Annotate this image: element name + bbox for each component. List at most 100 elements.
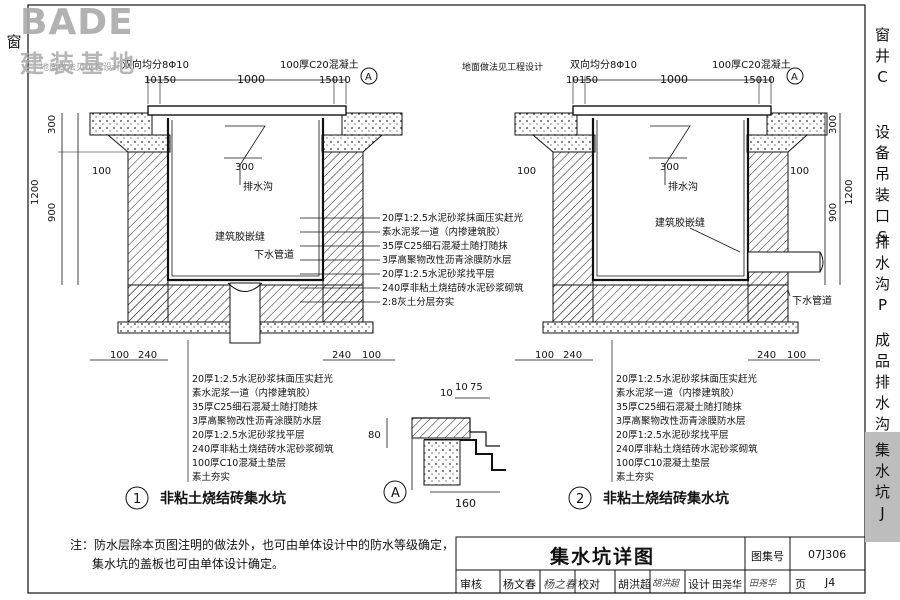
layer-4: 3厚高聚物改性沥青涂膜防水层 <box>382 254 512 266</box>
drain-pipe <box>747 251 821 273</box>
layer-b2: 素水泥浆一道（内掺建筑胶） <box>192 387 316 399</box>
drain-funnel <box>227 282 263 292</box>
review-label: 审核 <box>460 578 482 591</box>
detail-a <box>383 397 506 504</box>
rebar-note: 双向均分8Φ10 <box>122 58 189 71</box>
layer-b8: 素土夯实 <box>192 471 230 483</box>
dim-bottom-right-0: 240 <box>332 350 351 361</box>
dim-left-2: 900 <box>47 203 58 222</box>
layer2-b4: 3厚高聚物改性沥青涂膜防水层 <box>616 415 746 427</box>
diagram-1 <box>58 67 403 510</box>
bottom-slab <box>552 284 789 323</box>
notes: 注：防水层除本页图注明的做法外，也可由单体设计中的防水等级确定， 集水坑的盖板也… <box>70 536 454 574</box>
dim2-top-3: 150 <box>743 75 762 86</box>
wall-cap-left <box>531 134 596 153</box>
top-note: 地面做法见工程设计 <box>40 61 121 73</box>
layer-b5: 20厚1:2.5水泥砂浆找平层 <box>192 429 304 441</box>
gutter-leader <box>650 125 691 185</box>
layer-b1: 20厚1:2.5水泥砂浆抹面压实赶光 <box>192 373 333 385</box>
dim-top-3: 150 <box>319 75 338 86</box>
layer2-b5: 20厚1:2.5水泥砂浆找平层 <box>616 429 728 441</box>
layer-b3: 35厚C25细石混凝土随打随抹 <box>192 401 318 413</box>
gutter-leader <box>225 125 266 185</box>
check-signature: 胡洪超 <box>652 579 680 589</box>
review-name: 杨文春 <box>503 578 536 591</box>
atlas-label: 图集号 <box>751 550 784 563</box>
section-mark-a <box>360 67 378 85</box>
note-line-1: 注：防水层除本页图注明的做法外，也可由单体设计中的防水等级确定， <box>70 538 455 552</box>
floor-slab-right <box>341 112 403 136</box>
sealant-label: 建筑胶嵌缝 <box>215 230 265 243</box>
wall-cap-left <box>106 134 171 153</box>
dim2-top-0: 10 <box>566 75 579 86</box>
brick-wall-right <box>747 151 789 253</box>
diagram-2 <box>514 67 841 510</box>
page-label: 页 <box>795 578 806 591</box>
dim-bottom-right-1: 100 <box>362 350 381 361</box>
cover-slab <box>572 105 772 116</box>
dim2-br-1: 100 <box>787 350 806 361</box>
dim2-inner: 300 <box>660 162 679 173</box>
dim2-bl-1: 240 <box>563 350 582 361</box>
caption-1: 非粘土烧结砖集水坑 <box>160 490 286 507</box>
layer2-b6: 240厚非粘土烧结砖水泥砂浆砌筑 <box>616 443 758 455</box>
layer2-b8: 素土夯实 <box>616 471 654 483</box>
check-label: 校对 <box>578 578 600 591</box>
rebar-note-2: 双向均分8Φ10 <box>570 58 637 71</box>
detail-dim-side: 80 <box>368 430 381 441</box>
floor-slab-left <box>89 112 153 136</box>
dim-bottom-left-1: 240 <box>138 350 157 361</box>
waterproof-lining <box>166 118 325 282</box>
layer-7: 2:8灰土分层夯实 <box>382 296 454 308</box>
top-note-2: 地面做法见工程设计 <box>462 61 543 73</box>
brand-watermark-logo: BADE <box>20 2 134 43</box>
caption-num-2: 2 <box>576 492 584 507</box>
sealant-label-2: 建筑胶嵌缝 <box>655 216 705 229</box>
detail-a-mark: A <box>391 486 400 501</box>
mark-a: A <box>365 72 372 83</box>
mark-a-2: A <box>791 72 798 83</box>
layer-3: 35厚C25细石混凝土随打随抹 <box>382 240 508 252</box>
layer2-b3: 35厚C25细石混凝土随打随抹 <box>616 401 742 413</box>
layer-6: 240厚非粘土烧结砖水泥砂浆砌筑 <box>382 282 524 294</box>
layer-2: 素水泥浆一道（内掺建筑胶） <box>382 226 506 238</box>
dim-top-0: 10 <box>144 75 157 86</box>
cover-slab <box>147 105 347 116</box>
dim-top-2: 1000 <box>237 73 265 86</box>
pipe-label: 下水管道 <box>254 248 294 261</box>
page-number: J4 <box>825 576 836 589</box>
dim2-br-0: 240 <box>757 350 776 361</box>
layer-b7: 100厚C10混凝土垫层 <box>192 457 286 469</box>
atlas-number: 07J306 <box>808 548 847 561</box>
layer-leaders-right <box>300 217 380 303</box>
dim2-right-0: 300 <box>828 115 839 134</box>
dim-inner: 300 <box>235 162 254 173</box>
check-name: 胡洪超 <box>618 578 651 591</box>
dim-left-1: 1200 <box>30 180 41 205</box>
note-line-2: 集水坑的盖板也可由单体设计确定。 <box>92 557 285 571</box>
design-signature: 田尧华 <box>749 579 777 589</box>
drawing-title: 集水坑详图 <box>549 546 655 568</box>
dim2-top-2: 1000 <box>660 73 688 86</box>
review-signature: 杨之春 <box>543 578 576 591</box>
caption-circle-1 <box>125 486 149 510</box>
drain-pipe <box>229 282 261 344</box>
gutter-label-2: 排水沟 <box>668 180 698 193</box>
layer-5: 20厚1:2.5水泥砂浆找平层 <box>382 268 494 280</box>
dim-left-0: 300 <box>47 115 58 134</box>
wall-cap-right <box>746 134 809 153</box>
dim-bottom-left-0: 100 <box>110 350 129 361</box>
layer2-b2: 素水泥浆一道（内掺建筑胶） <box>616 387 740 399</box>
concrete-note: 100厚C20混凝土 <box>280 58 359 71</box>
detail-dim-0: 10 <box>440 388 453 399</box>
